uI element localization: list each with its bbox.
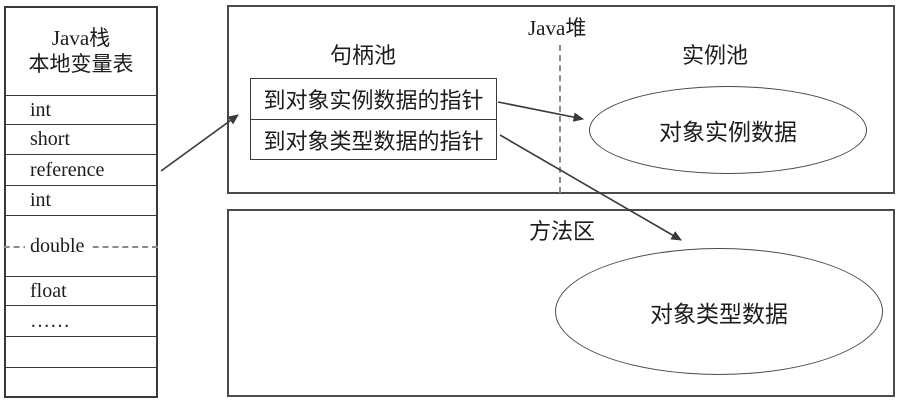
method-area-label: 方法区 — [529, 219, 596, 244]
stack-slot-label: …… — [30, 309, 70, 332]
method-area-box: 方法区 对象类型数据 — [227, 209, 895, 397]
stack-slot-label: short — [30, 128, 70, 150]
stack-slot-label: float — [30, 279, 67, 302]
stack-slot-label: double — [25, 234, 90, 258]
object-instance-data-label: 对象实例数据 — [659, 120, 797, 145]
stack-slot-label: reference — [30, 158, 105, 181]
java-heap-label: Java堆 — [528, 16, 587, 40]
stack-title-line1: Java栈 — [51, 26, 111, 51]
stack-slot-label: int — [30, 98, 52, 121]
stack-table-title: Java栈 本地变量表 — [6, 8, 156, 95]
pointer-to-type-data-cell: 到对象类型数据的指针 — [251, 119, 496, 159]
handle-pool-box: 到对象实例数据的指针 到对象类型数据的指针 — [250, 78, 497, 160]
stack-slot-int-1: int — [6, 95, 156, 124]
stack-title-line2: 本地变量表 — [28, 51, 134, 76]
stack-slot-label: int — [30, 189, 52, 211]
object-instance-data-ellipse: 对象实例数据 — [589, 86, 867, 174]
stack-slot-float: float — [6, 276, 156, 305]
pointer-to-instance-data-cell: 到对象实例数据的指针 — [263, 88, 484, 113]
instance-pool-label: 实例池 — [682, 43, 749, 68]
stack-slot-reference: reference — [6, 154, 156, 185]
object-type-data-ellipse: 对象类型数据 — [555, 248, 883, 375]
handle-pool-label: 句柄池 — [330, 43, 397, 68]
heap-pools-divider-dashed-line — [559, 45, 561, 193]
stack-slot-empty-1 — [6, 336, 156, 367]
object-type-data-label: 对象类型数据 — [650, 301, 788, 327]
stack-slot-empty-2 — [6, 367, 156, 396]
stack-slot-short: short — [6, 124, 156, 154]
java-stack-table: Java栈 本地变量表 int short reference int doub… — [0, 6, 158, 398]
stack-slot-int-2: int — [6, 185, 156, 215]
java-heap-box: Java堆 句柄池 实例池 到对象实例数据的指针 到对象类型数据的指针 对象实例… — [227, 5, 895, 194]
stack-slot-ellipsis: …… — [6, 305, 156, 336]
stack-slot-double: double — [0, 215, 158, 276]
